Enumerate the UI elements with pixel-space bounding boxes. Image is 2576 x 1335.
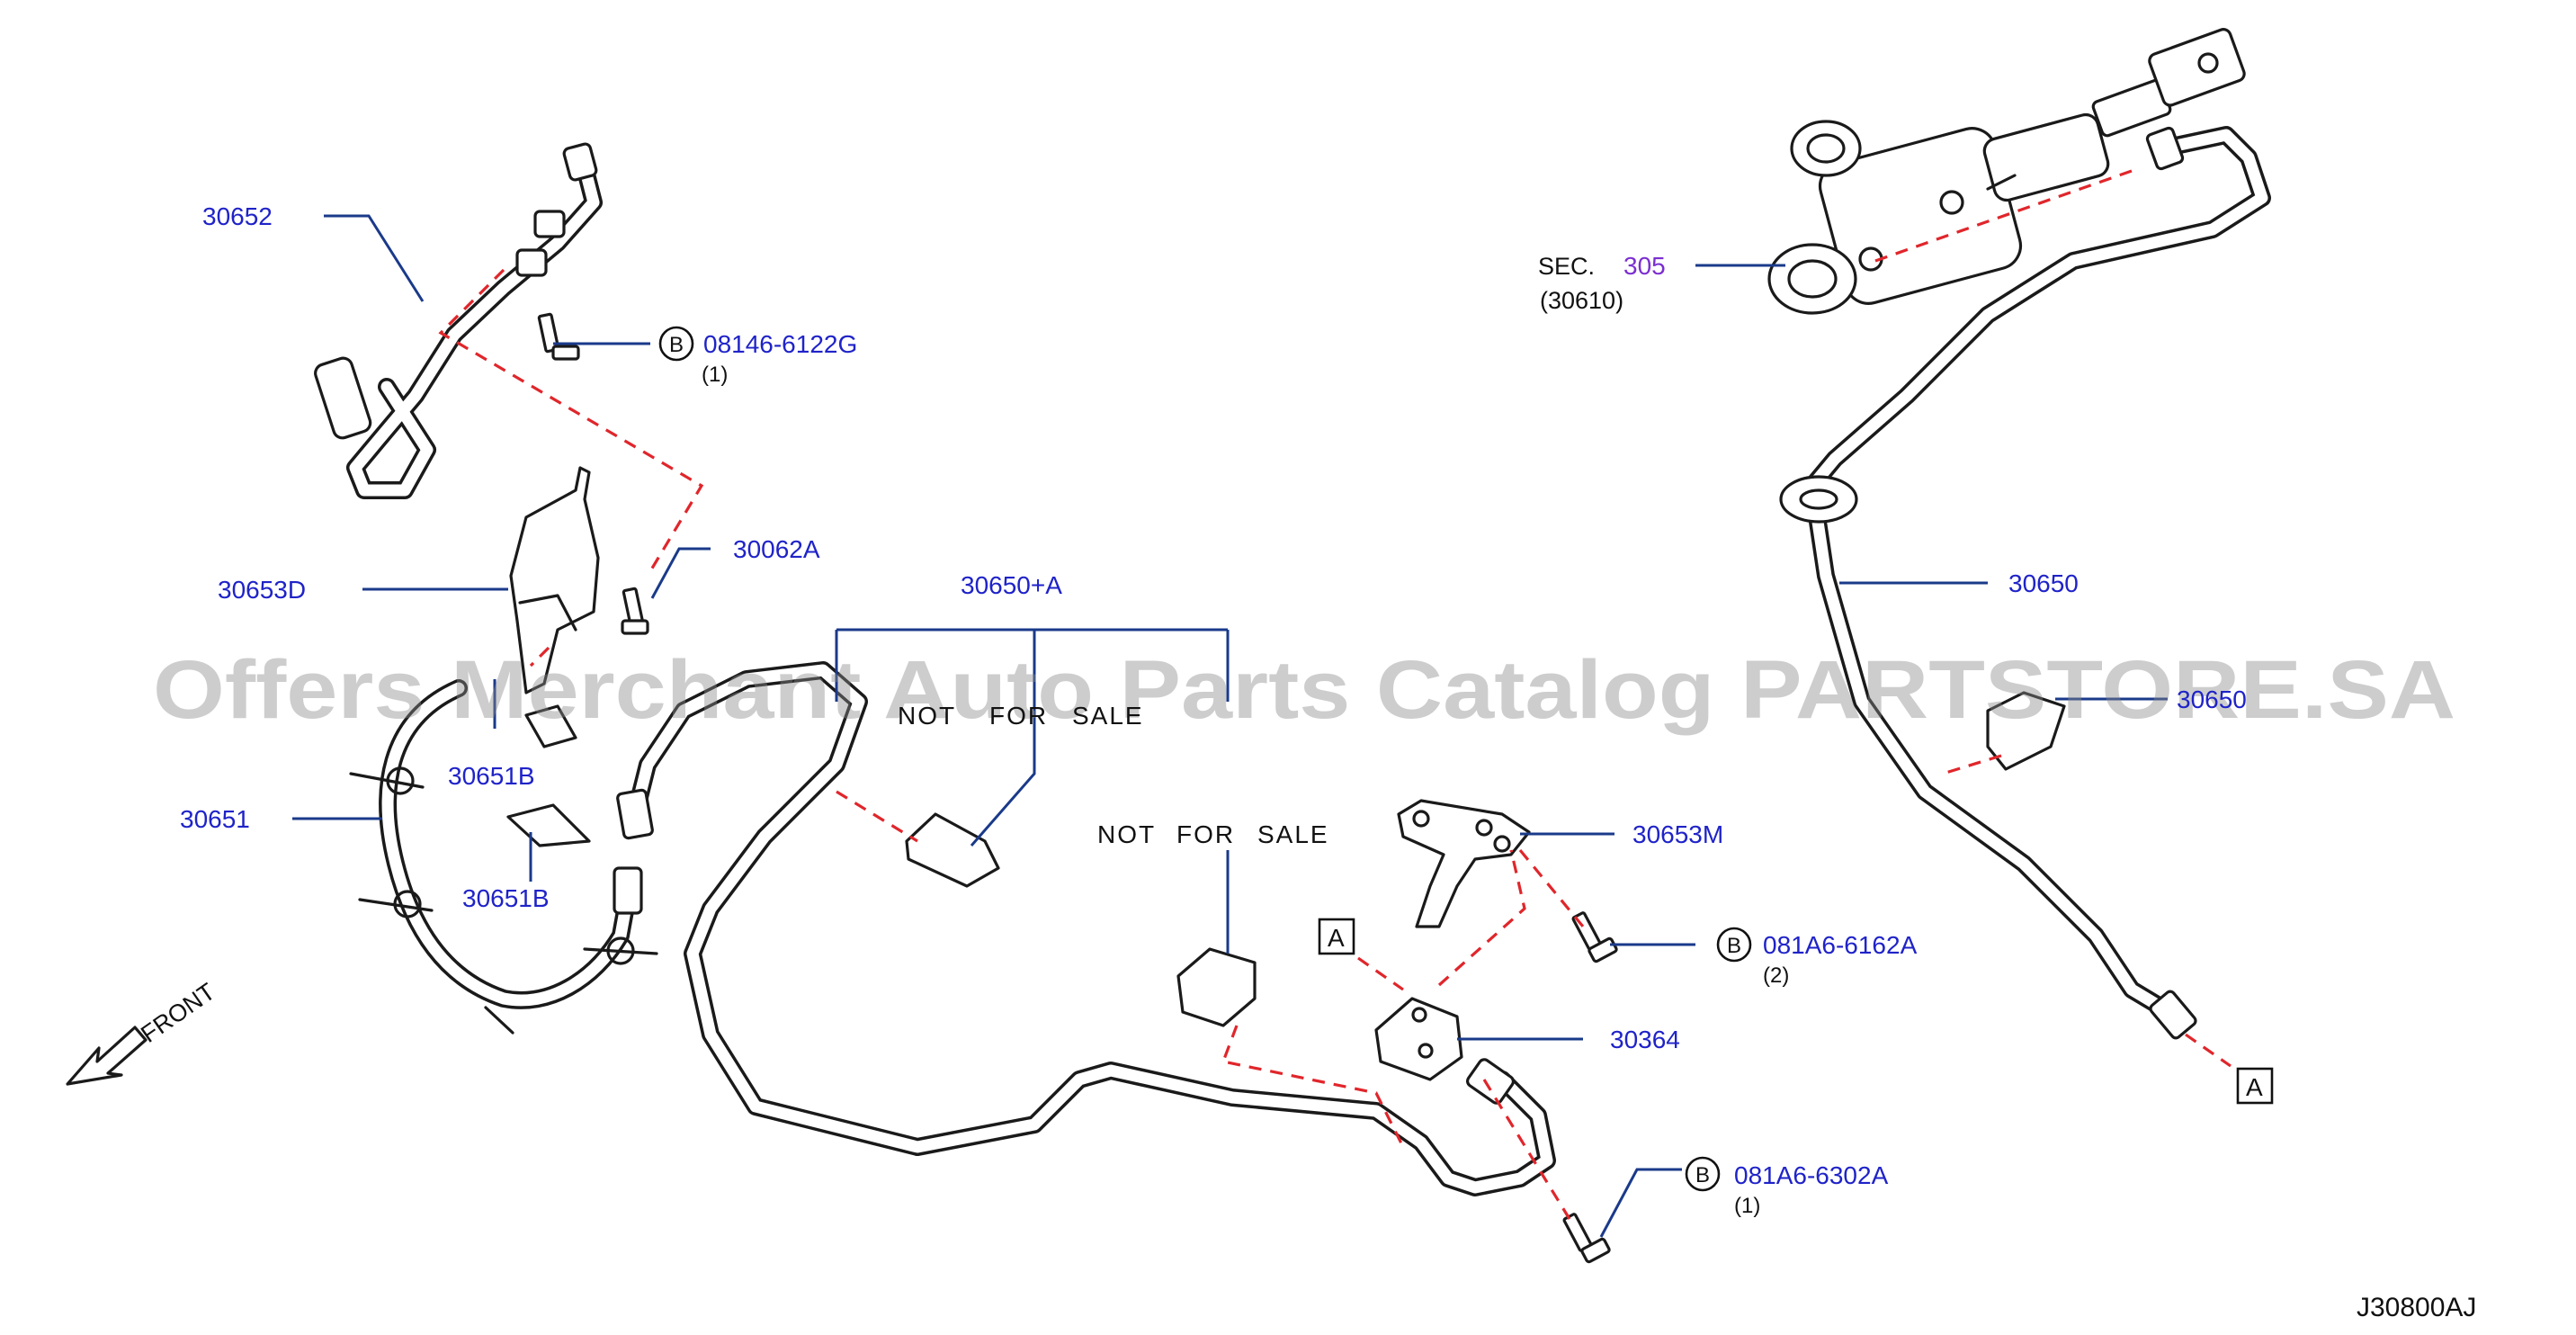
- part-number-30650-clip[interactable]: 30650: [2177, 685, 2247, 713]
- dashed-connectors: [438, 169, 2232, 1220]
- bolt-30062A: [621, 587, 649, 635]
- svg-text:SALE: SALE: [1072, 702, 1144, 730]
- svg-text:(1): (1): [1734, 1194, 1760, 1218]
- svg-text:(1): (1): [702, 363, 728, 387]
- ref-box-a-right: A: [2236, 1067, 2274, 1105]
- svg-text:FOR: FOR: [1176, 820, 1235, 848]
- bracket-30653D: [509, 466, 600, 694]
- bolt-callout-1: B 08146-6122G (1): [658, 326, 857, 387]
- bolt-part-number-2[interactable]: 081A6-6162A: [1763, 931, 1918, 959]
- section-link-305[interactable]: 305: [1623, 252, 1666, 280]
- clip-30650-right: [1986, 691, 2066, 771]
- not-for-sale-lower: NOT FOR SALE: [1097, 820, 1329, 848]
- svg-text:SALE: SALE: [1257, 820, 1329, 848]
- bolt-081A6-6162A: [1571, 911, 1618, 963]
- part-number-30651[interactable]: 30651: [180, 805, 250, 833]
- part-number-30650[interactable]: 30650: [2008, 569, 2079, 597]
- front-arrow-icon: [66, 1026, 148, 1086]
- svg-text:B: B: [1727, 934, 1741, 958]
- sensor-clip: [905, 812, 1000, 888]
- svg-text:A: A: [2246, 1073, 2263, 1101]
- part-number-30651B-upper[interactable]: 30651B: [448, 762, 535, 790]
- bolt-callout-2: B 081A6-6162A (2): [1716, 927, 1918, 988]
- part-number-30653M[interactable]: 30653M: [1632, 820, 1723, 848]
- bolt-08146-6122G: [537, 312, 580, 361]
- pipe-30650A: [616, 661, 1556, 1196]
- bolt-callout-3: B 081A6-6302A (1): [1685, 1156, 1889, 1218]
- pipe-30652: [314, 142, 603, 499]
- svg-text:B: B: [1695, 1163, 1710, 1187]
- part-number-30652[interactable]: 30652: [202, 202, 273, 230]
- section-prefix: SEC.: [1538, 253, 1595, 280]
- bolt-part-number-3[interactable]: 081A6-6302A: [1734, 1161, 1889, 1189]
- diagram-code: J30800AJ: [2357, 1293, 2476, 1322]
- front-label: FRONT: [136, 978, 219, 1048]
- svg-text:NOT: NOT: [1097, 820, 1156, 848]
- nfs-clip: [1176, 947, 1257, 1027]
- clip-30651B-upper: [524, 704, 577, 748]
- leader-lines: [292, 214, 2168, 1238]
- svg-text:(2): (2): [1763, 963, 1789, 988]
- svg-text:A: A: [1328, 924, 1345, 952]
- block-30364: [1374, 997, 1463, 1081]
- ref-box-a-left: A: [1318, 918, 1355, 955]
- watermark: Offers Merchant Auto Parts Catalog PARTS…: [153, 644, 2455, 736]
- part-number-30062A[interactable]: 30062A: [733, 535, 820, 563]
- svg-text:FOR: FOR: [989, 702, 1048, 730]
- part-number-30650A[interactable]: 30650+A: [961, 571, 1062, 599]
- svg-text:NOT: NOT: [898, 702, 956, 730]
- bolt-part-number-1[interactable]: 08146-6122G: [703, 330, 857, 358]
- not-for-sale-upper: NOT FOR SALE: [898, 702, 1144, 730]
- svg-text:B: B: [669, 333, 684, 357]
- bolt-081A6-6302A: [1562, 1213, 1611, 1264]
- section-subpart: (30610): [1540, 287, 1623, 314]
- bracket-30653M: [1397, 799, 1531, 928]
- part-number-30653D[interactable]: 30653D: [218, 576, 306, 604]
- clip-30651B-lower: [506, 803, 591, 847]
- hose-30651: [349, 679, 658, 1035]
- pipe-30650: [1779, 126, 2271, 1040]
- part-number-30364[interactable]: 30364: [1610, 1026, 1680, 1053]
- master-cylinder-assembly: [1767, 28, 2246, 315]
- part-number-30651B-lower[interactable]: 30651B: [462, 884, 550, 912]
